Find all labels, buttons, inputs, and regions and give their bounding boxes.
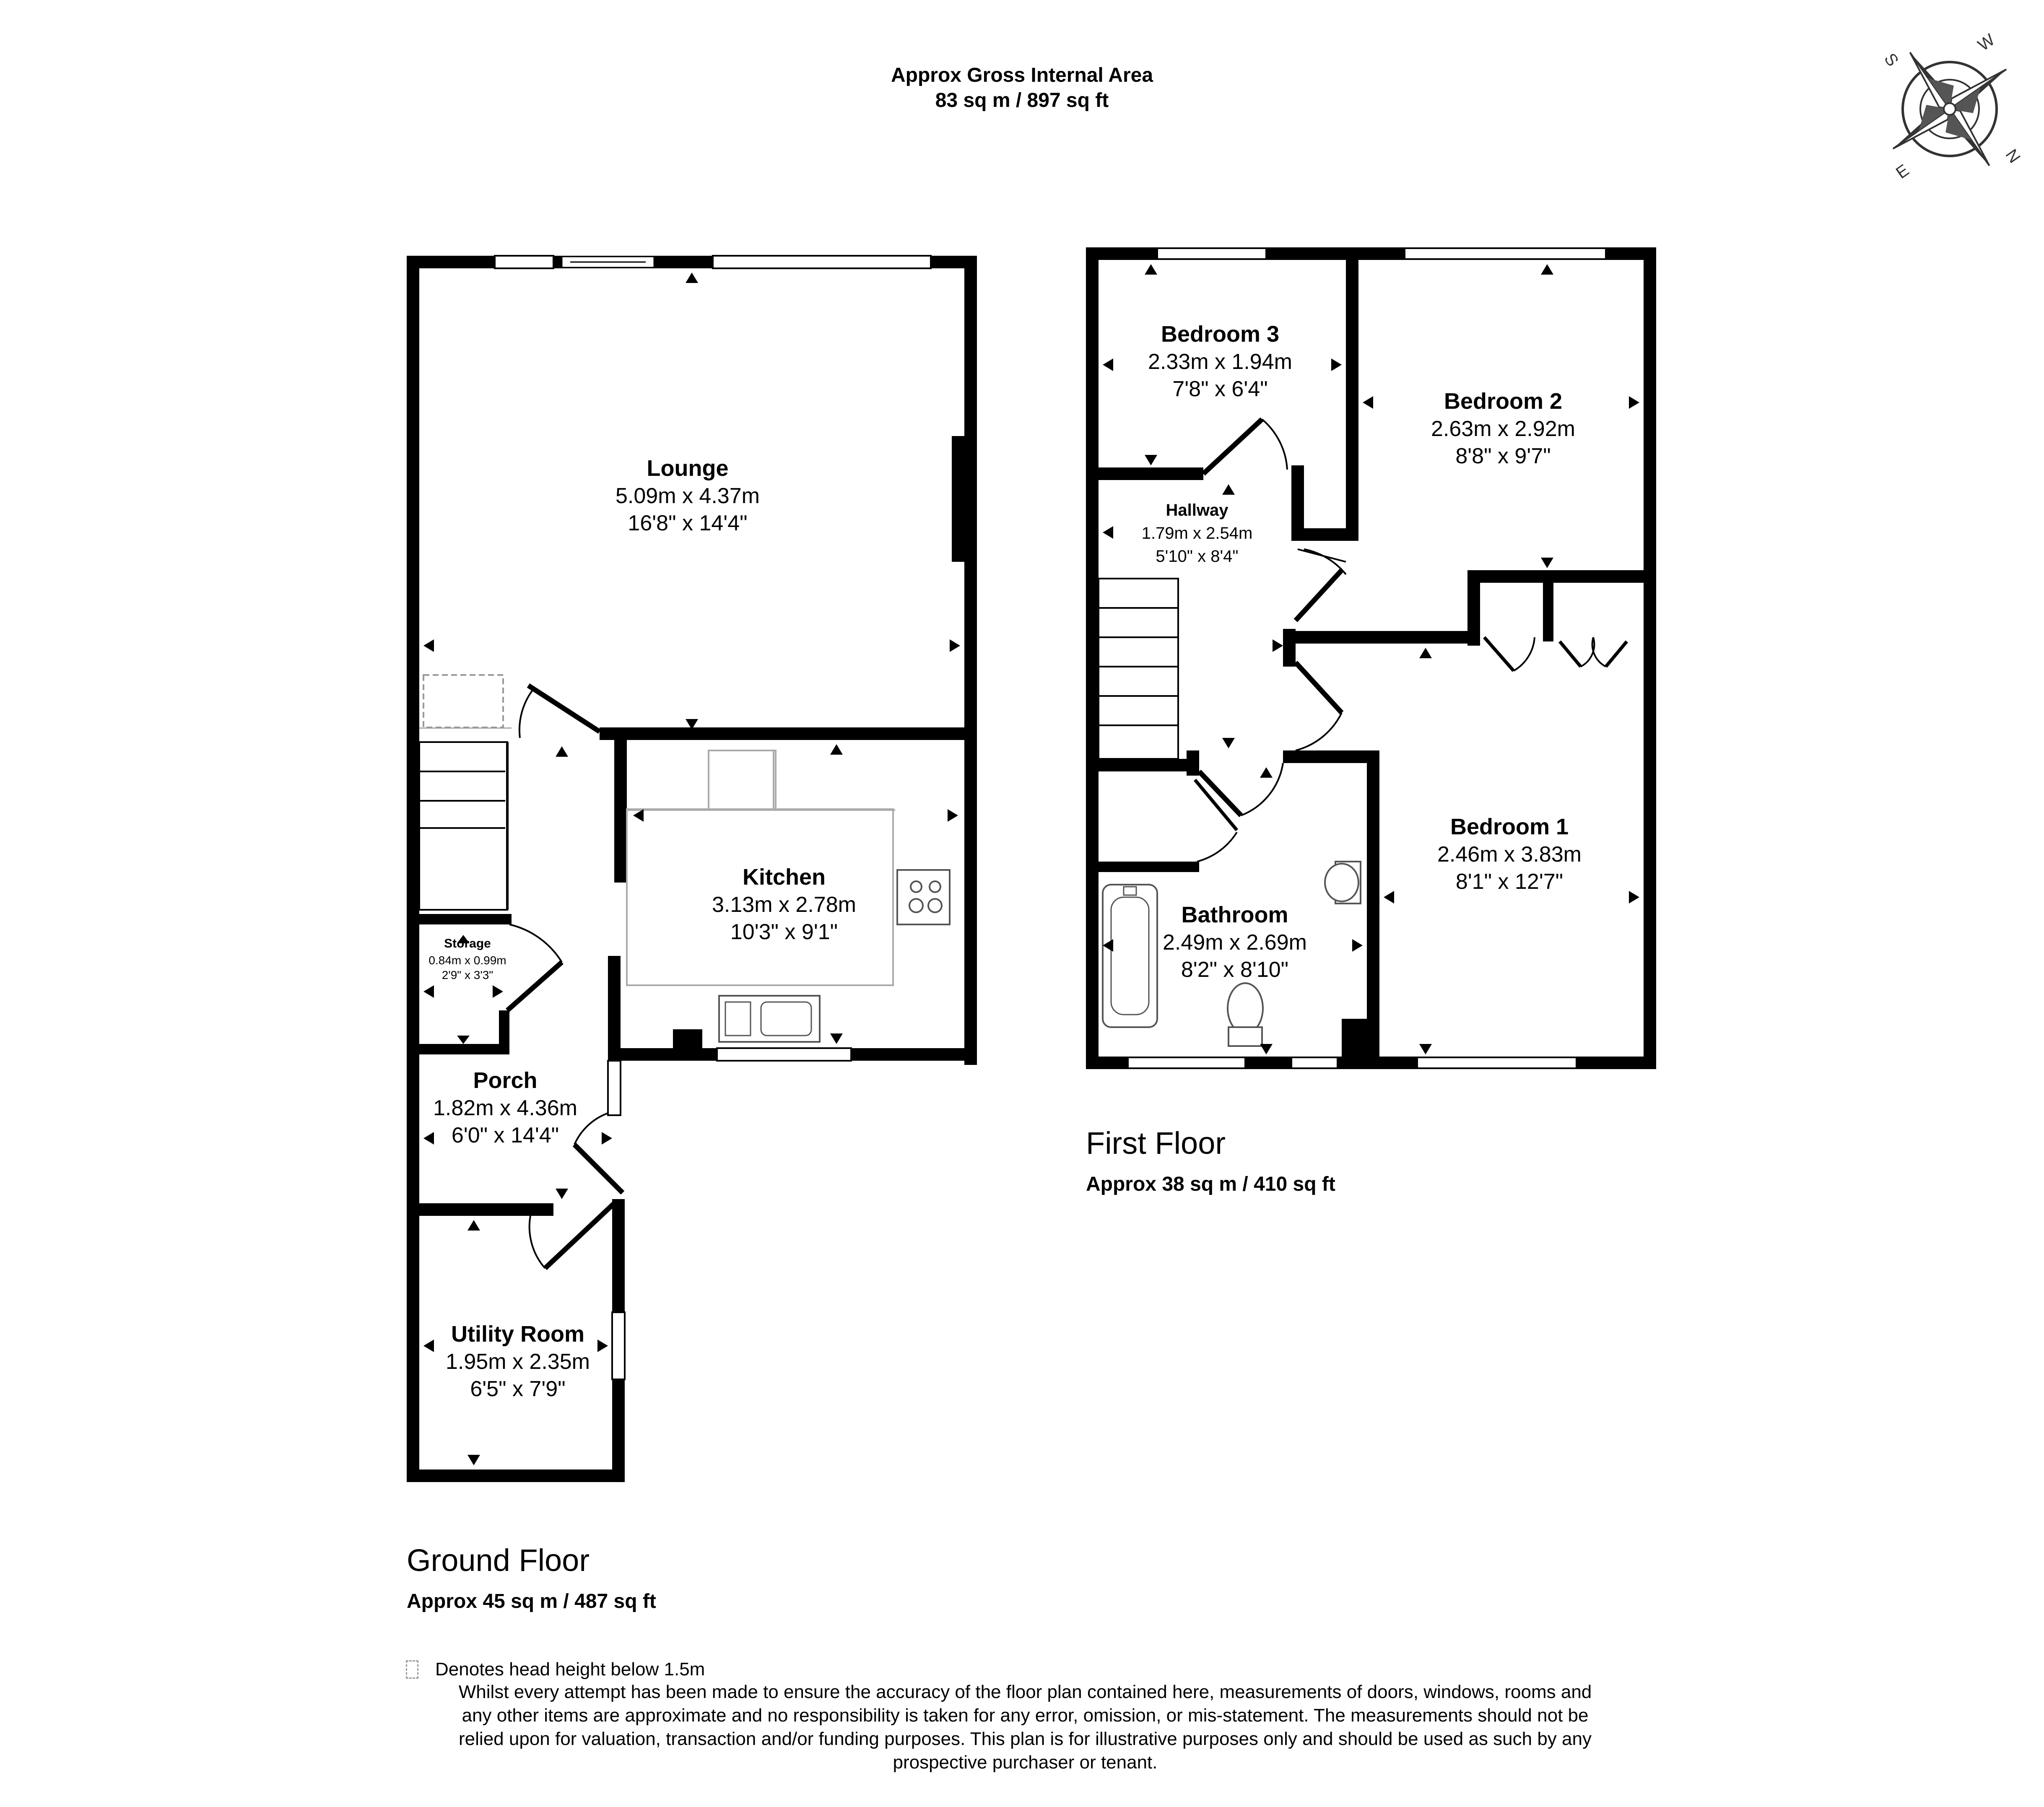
disclaimer-line-4: prospective purchaser or tenant. bbox=[893, 1752, 1158, 1773]
bedroom1-name: Bedroom 1 bbox=[1450, 814, 1569, 839]
lounge-imperial: 16'8" x 14'4" bbox=[628, 511, 747, 535]
lounge-name: Lounge bbox=[647, 456, 729, 481]
bedroom3-imperial: 7'8" x 6'4" bbox=[1172, 377, 1267, 401]
porch-name: Porch bbox=[473, 1068, 537, 1093]
disclaimer-line-1: Whilst every attempt has been made to en… bbox=[458, 1682, 1592, 1702]
bedroom3-metric: 2.33m x 1.94m bbox=[1148, 350, 1292, 374]
compass-letter-w: W bbox=[1974, 30, 1998, 55]
first-floor-title: First Floor bbox=[1086, 1126, 1226, 1161]
disclaimer-line-2: any other items are approximate and no r… bbox=[462, 1705, 1589, 1726]
kitchen-metric: 3.13m x 2.78m bbox=[712, 893, 856, 917]
storage-metric: 0.84m x 0.99m bbox=[429, 954, 506, 967]
hallway-metric: 1.79m x 2.54m bbox=[1142, 524, 1253, 543]
bedroom3-name: Bedroom 3 bbox=[1161, 322, 1279, 347]
bedroom1-imperial: 8'1" x 12'7" bbox=[1456, 870, 1563, 894]
compass-letter-e: E bbox=[1893, 161, 1912, 182]
bedroom2-name: Bedroom 2 bbox=[1444, 389, 1562, 414]
head-height-legend-icon bbox=[406, 1660, 418, 1679]
storage-name: Storage bbox=[444, 937, 491, 950]
kitchen-name: Kitchen bbox=[743, 865, 826, 890]
porch-metric: 1.82m x 4.36m bbox=[433, 1096, 577, 1120]
compass-letter-n: N bbox=[2002, 146, 2024, 166]
porch-imperial: 6'0" x 14'4" bbox=[452, 1123, 559, 1148]
ground-floor-plan bbox=[407, 255, 977, 1482]
first-floor-area: Approx 38 sq m / 410 sq ft bbox=[1086, 1173, 1335, 1195]
bathroom-imperial: 8'2" x 8'10" bbox=[1181, 958, 1288, 982]
hallway-imperial: 5'10" x 8'4" bbox=[1156, 547, 1238, 566]
area-total: 83 sq m / 897 sq ft bbox=[935, 89, 1109, 112]
bedroom2-metric: 2.63m x 2.92m bbox=[1431, 417, 1575, 441]
lounge-metric: 5.09m x 4.37m bbox=[616, 484, 760, 508]
compass-rose-icon: W N E S bbox=[1880, 30, 2024, 182]
utility-imperial: 6'5" x 7'9" bbox=[470, 1377, 565, 1401]
ground-floor-area: Approx 45 sq m / 487 sq ft bbox=[407, 1590, 656, 1612]
legend-text: Denotes head height below 1.5m bbox=[435, 1659, 705, 1680]
kitchen-imperial: 10'3" x 9'1" bbox=[730, 920, 838, 944]
compass-letter-s: S bbox=[1880, 50, 1902, 70]
bedroom1-metric: 2.46m x 3.83m bbox=[1437, 842, 1582, 867]
first-floor-plan bbox=[1086, 247, 1656, 1069]
bathroom-name: Bathroom bbox=[1182, 902, 1288, 927]
hallway-name: Hallway bbox=[1166, 501, 1229, 519]
utility-metric: 1.95m x 2.35m bbox=[446, 1350, 590, 1374]
ground-floor-title: Ground Floor bbox=[407, 1543, 590, 1578]
storage-imperial: 2'9" x 3'3" bbox=[442, 968, 493, 981]
bedroom2-imperial: 8'8" x 9'7" bbox=[1455, 444, 1551, 468]
area-heading: Approx Gross Internal Area bbox=[891, 64, 1153, 86]
utility-name: Utility Room bbox=[451, 1321, 584, 1347]
disclaimer-line-3: relied upon for valuation, transaction a… bbox=[459, 1729, 1592, 1749]
bathroom-metric: 2.49m x 2.69m bbox=[1163, 930, 1307, 955]
disclaimer: Whilst every attempt has been made to en… bbox=[398, 1680, 1652, 1774]
